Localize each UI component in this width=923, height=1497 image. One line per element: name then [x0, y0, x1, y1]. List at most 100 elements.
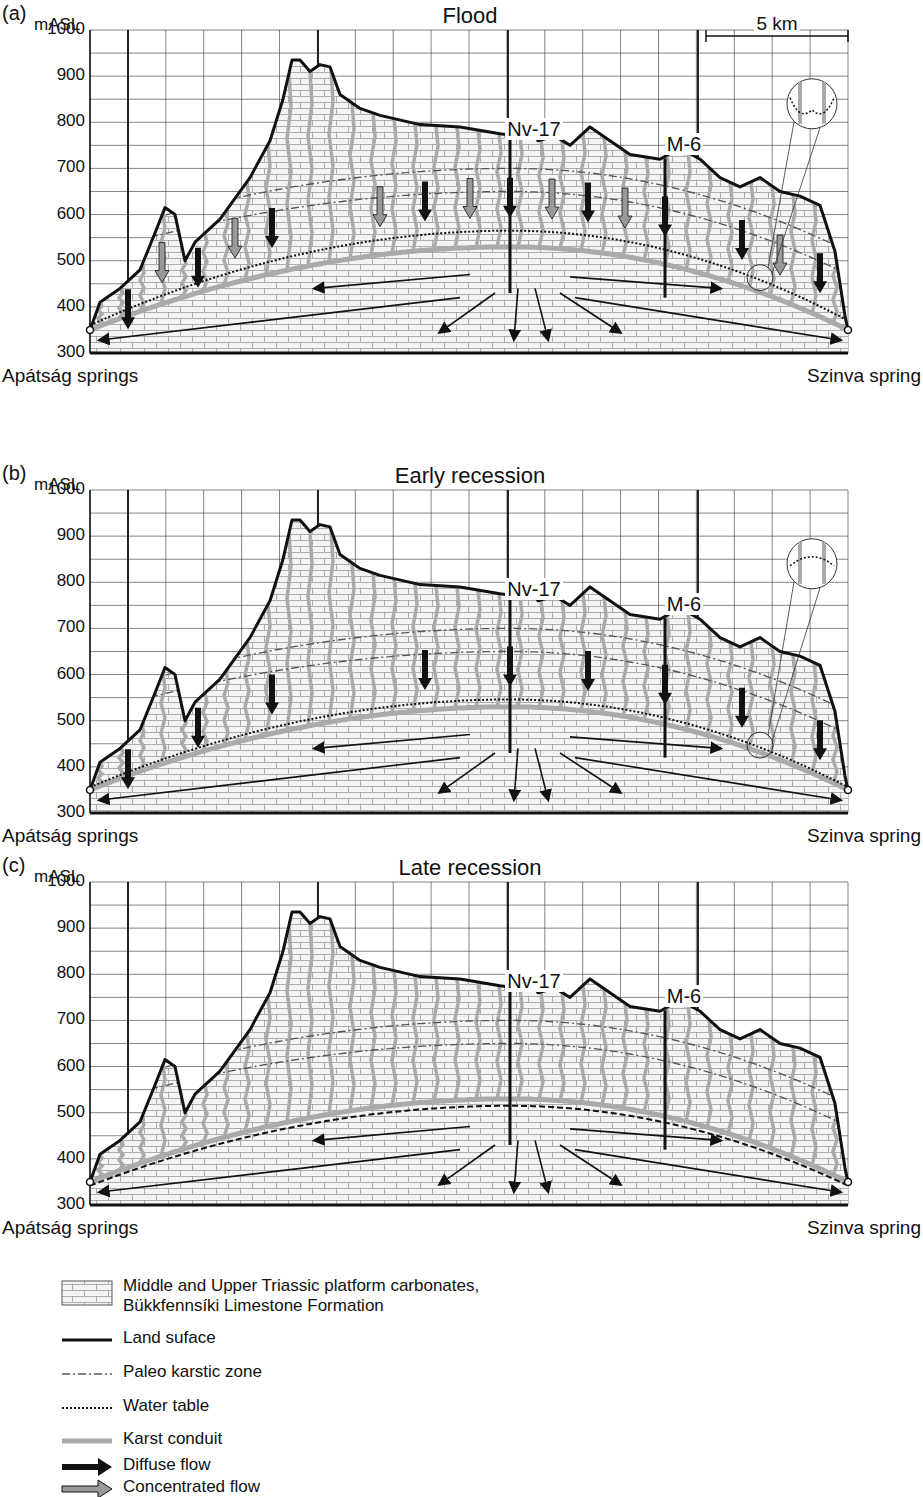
legend-text: Concentrated flow [123, 1478, 260, 1497]
axis-value: 500 [57, 1103, 85, 1122]
karst-conduit [749, 642, 753, 749]
grid-line [90, 882, 91, 1205]
land-surface [90, 60, 848, 330]
karst-conduit [329, 922, 333, 1114]
axis-value: 800 [57, 964, 85, 983]
karst-conduit [602, 137, 606, 254]
diffuse-flow-arrow [265, 675, 279, 715]
karst-conduit [497, 594, 501, 707]
grid-line [90, 30, 91, 353]
karst-conduit [161, 1065, 165, 1156]
groundwater-flow-arrow [440, 753, 495, 792]
karst-conduit [560, 600, 564, 708]
axis-value: 400 [57, 1149, 85, 1168]
scale-bar [706, 35, 848, 37]
scale-bar [705, 30, 707, 42]
karst-conduit [455, 127, 459, 248]
concentrated-flow-arrow [545, 179, 559, 219]
borehole-label: Nv-17 [505, 578, 562, 600]
karst-conduit [728, 1034, 732, 1134]
karst-conduit [707, 627, 711, 735]
panel-title: Early recession [393, 464, 547, 488]
spring-label: Apátság springs [2, 366, 138, 387]
legend-text: Paleo karstic zone [123, 1363, 262, 1382]
legend-text: Karst conduit [123, 1430, 222, 1449]
borehole-label: M-6 [665, 985, 703, 1007]
spring-point [845, 1178, 852, 1185]
inset-spot [747, 265, 773, 291]
groundwater-flow-arrow [100, 298, 460, 340]
groundwater-flow-arrow [514, 288, 518, 339]
axis-line [89, 882, 91, 1205]
karst-conduit [182, 716, 186, 757]
axis-value: 1000 [47, 20, 85, 39]
axis-value: 500 [57, 711, 85, 730]
karst-conduit [392, 579, 396, 714]
grid-line [90, 490, 91, 813]
grid-major [317, 490, 319, 526]
grid-line [90, 99, 848, 100]
karst-conduit [560, 992, 564, 1100]
groundwater-flow-arrow [560, 753, 620, 792]
borehole-label: M-6 [665, 593, 703, 615]
groundwater-flow-arrow [560, 1145, 620, 1184]
grid-line [90, 582, 848, 583]
baseline [90, 351, 848, 354]
axis-value: 800 [57, 112, 85, 131]
karst-conduit [707, 167, 711, 275]
karst-conduit [686, 1004, 690, 1122]
panel-title: Late recession [396, 856, 543, 880]
paleo-karstic-zone [150, 1044, 846, 1126]
karst-conduit [371, 573, 375, 716]
inset-circle [787, 79, 837, 129]
inset-water-table [790, 557, 834, 566]
grid-line [90, 928, 848, 929]
axis-line [89, 30, 91, 353]
water-table [90, 231, 846, 326]
karst-conduit [203, 693, 207, 751]
karst-conduit-main [90, 1099, 846, 1182]
karst-conduit-main [90, 707, 846, 790]
paleo-karstic-zone [150, 1020, 846, 1102]
axis-value: 300 [57, 343, 85, 362]
groundwater-flow-arrow [100, 758, 460, 800]
groundwater-flow-arrow [440, 293, 495, 332]
karst-conduit [140, 725, 144, 771]
spring-label: Szinva spring [807, 826, 921, 847]
karst-conduit [686, 152, 690, 270]
karst-conduit [119, 1139, 123, 1170]
diffuse-flow-arrow [581, 182, 595, 222]
axis-value: 300 [57, 1195, 85, 1214]
land-surface [90, 912, 848, 1182]
axis-value: 700 [57, 1010, 85, 1029]
groundwater-flow-arrow [575, 1150, 840, 1192]
karst-conduit [539, 992, 543, 1100]
axis-value: 500 [57, 251, 85, 270]
karst-conduit [581, 593, 585, 710]
concentrated-flow-arrow [373, 187, 387, 227]
axis-value: 800 [57, 572, 85, 591]
karst-conduit [224, 1063, 228, 1137]
inset-conduit [822, 82, 826, 124]
spring-point [845, 786, 852, 793]
baseline [90, 811, 848, 814]
karst-conduit [308, 532, 312, 726]
grid-major [127, 882, 129, 1133]
legend-samples [62, 1281, 112, 1497]
karst-conduit [308, 72, 312, 266]
limestone-body [90, 520, 848, 813]
grid-line [90, 882, 848, 883]
legend-text: Middle and Upper Triassic platform carbo… [123, 1276, 513, 1316]
groundwater-flow-arrow [535, 1140, 548, 1191]
legend-text: Diffuse flow [123, 1456, 211, 1475]
karst-conduit [119, 747, 123, 778]
borehole-nv17 [509, 595, 512, 753]
inset-circle [787, 539, 837, 589]
panel-letter: (a) [2, 2, 26, 24]
borehole-label: Nv-17 [505, 118, 562, 140]
paleo-karstic-zone [150, 192, 846, 274]
diffuse-flow-arrow [813, 253, 827, 293]
groundwater-flow-arrow [560, 293, 620, 332]
karst-conduit-main [90, 247, 846, 330]
concentrated-flow-arrow [618, 188, 632, 228]
